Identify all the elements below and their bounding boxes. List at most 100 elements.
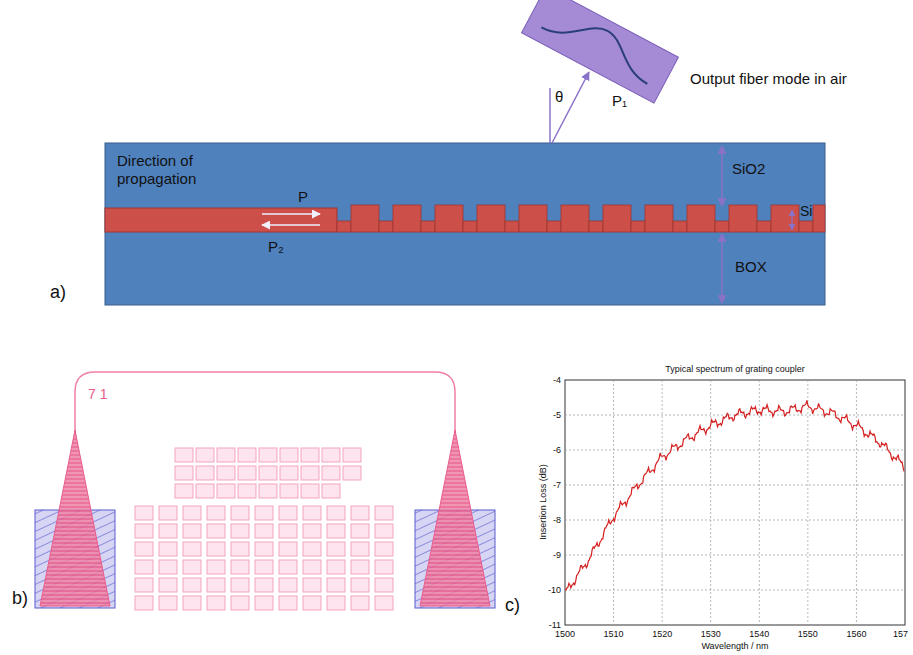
grid-line xyxy=(807,380,808,625)
axis-tick: -4 xyxy=(553,375,561,386)
pad xyxy=(207,596,225,610)
grid-line xyxy=(856,380,857,625)
pad xyxy=(159,578,177,592)
label-slot: 1540 xyxy=(749,629,769,640)
pad xyxy=(238,448,256,462)
pad xyxy=(231,542,249,556)
axis-tick: 1530 xyxy=(701,629,721,640)
grating-tooth xyxy=(463,221,477,232)
grating-tooth xyxy=(477,205,505,232)
grating-tooth xyxy=(561,205,589,232)
axis-title: Insertion Loss (dB) xyxy=(538,464,549,540)
label-slot: -11 xyxy=(549,620,561,631)
pad xyxy=(322,484,340,498)
pad xyxy=(279,524,297,538)
pad xyxy=(327,560,345,574)
label-slot: P₁ xyxy=(612,92,627,110)
label-slot: 1500 xyxy=(555,629,575,640)
pad-array xyxy=(135,448,393,610)
label-slot: -8 xyxy=(553,515,561,526)
pad xyxy=(375,560,393,574)
label-slot: a) xyxy=(50,282,66,304)
axis-tick: -7 xyxy=(553,480,561,491)
pad xyxy=(280,484,298,498)
pad xyxy=(238,466,256,480)
pad xyxy=(303,542,321,556)
pad xyxy=(259,466,277,480)
pad xyxy=(231,506,249,520)
pad xyxy=(159,596,177,610)
pad xyxy=(375,542,393,556)
part-label: Si xyxy=(800,203,812,220)
mask-layout xyxy=(35,372,495,610)
pad xyxy=(351,560,369,574)
axis-tick: -11 xyxy=(549,620,561,631)
pad xyxy=(196,448,214,462)
pad xyxy=(207,524,225,538)
panel-letter: a) xyxy=(50,282,66,304)
pad xyxy=(196,484,214,498)
pad xyxy=(303,596,321,610)
forward-arrow xyxy=(262,213,320,215)
label-slot: P xyxy=(298,188,308,206)
oxide-thickness xyxy=(721,146,723,206)
grid-line xyxy=(662,380,663,625)
pad xyxy=(159,506,177,520)
grating-tooth xyxy=(673,221,687,232)
pad xyxy=(327,524,345,538)
pad xyxy=(196,466,214,480)
pad xyxy=(231,560,249,574)
pad xyxy=(327,506,345,520)
grating-tooth xyxy=(813,205,825,232)
pad xyxy=(255,542,273,556)
pad xyxy=(183,542,201,556)
fiber-mode xyxy=(522,0,679,103)
axis-tick: 1540 xyxy=(749,629,769,640)
pad xyxy=(255,560,273,574)
part-label: 7 1 xyxy=(88,386,107,403)
pad xyxy=(255,524,273,538)
box-thickness xyxy=(721,234,723,303)
pad xyxy=(255,578,273,592)
pad xyxy=(207,578,225,592)
label-slot: Typical spectrum of grating coupler xyxy=(665,364,805,375)
pad xyxy=(351,542,369,556)
axis-title: Wavelength / nm xyxy=(701,641,768,652)
pad xyxy=(159,524,177,538)
pad xyxy=(259,448,277,462)
grating-tooth xyxy=(393,205,421,232)
grating-tooth xyxy=(771,205,799,232)
pad xyxy=(303,506,321,520)
pad xyxy=(175,448,193,462)
pad xyxy=(217,466,235,480)
pad xyxy=(279,578,297,592)
pad xyxy=(343,448,361,462)
grating-tooth xyxy=(421,221,435,232)
pad xyxy=(135,524,153,538)
label-slot: 1520 xyxy=(652,629,672,640)
pad xyxy=(255,596,273,610)
pad xyxy=(183,560,201,574)
plot-frame xyxy=(565,380,905,625)
pad xyxy=(183,506,201,520)
axis-tick: -10 xyxy=(548,585,561,596)
pad xyxy=(327,596,345,610)
chart-title: Typical spectrum of grating coupler xyxy=(665,364,805,375)
si-waveguide xyxy=(105,208,337,232)
label-slot: -9 xyxy=(553,550,561,561)
pad xyxy=(351,506,369,520)
grating-tooth xyxy=(337,221,351,232)
label-slot: c) xyxy=(505,595,520,617)
pad xyxy=(135,596,153,610)
pad xyxy=(231,578,249,592)
pad xyxy=(135,560,153,574)
part-label: BOX xyxy=(735,258,767,276)
pad xyxy=(322,466,340,480)
pad xyxy=(231,524,249,538)
label-slot: P₂ xyxy=(268,238,284,256)
spectrum-curve xyxy=(565,400,904,590)
pad xyxy=(259,484,277,498)
label-slot: b) xyxy=(12,588,28,610)
grating-tooth xyxy=(603,205,631,232)
